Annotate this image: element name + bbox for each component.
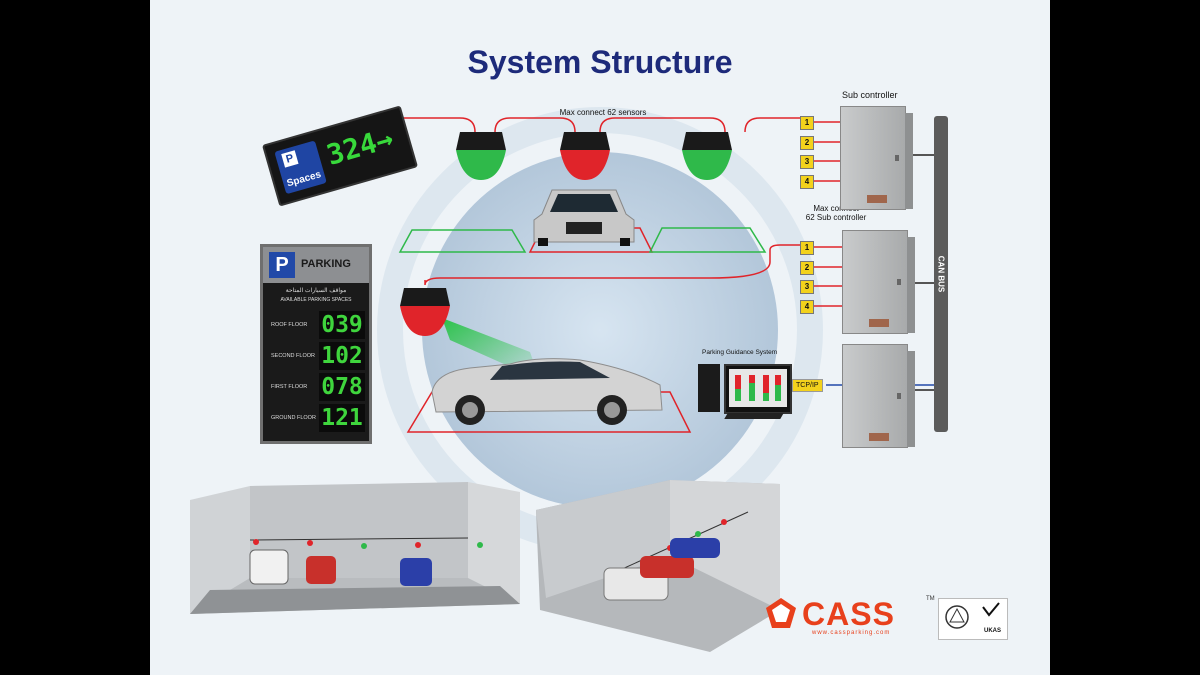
wire-sub-bus: [912, 154, 934, 391]
can-bus-label: CAN BUS: [936, 255, 946, 293]
bay-green-left: [398, 229, 527, 253]
certification-badges: UKAS: [938, 598, 1008, 640]
parking-sign-title: PARKING: [301, 258, 351, 270]
bay-green-right: [648, 227, 767, 253]
spaces-count: 324→: [322, 121, 397, 172]
garage-left: [190, 482, 520, 614]
spaces-p-box: P Spaces: [274, 140, 327, 195]
cass-logo-mark: [766, 598, 796, 628]
sub-controller-label: Sub controller: [842, 90, 898, 100]
port-1-group2: 1: [800, 241, 814, 255]
floor-name: ROOF FLOOR: [271, 322, 308, 328]
pc-tower: [698, 364, 720, 412]
port-2-group2: 2: [800, 261, 814, 275]
pgs-screen-bars: [735, 375, 781, 401]
car-front: [533, 189, 635, 246]
sub-controller-3: [842, 344, 915, 448]
port-1-group1: 1: [800, 116, 814, 130]
pc-keyboard: [724, 413, 784, 419]
tcp-ip-label: TCP/IP: [792, 379, 823, 392]
ukas-label: UKAS: [983, 628, 1001, 634]
floor-row: FIRST FLOOR 078: [263, 373, 369, 403]
floor-name: FIRST FLOOR: [271, 384, 308, 390]
sensors-max-label: Max connect 62 sensors: [559, 108, 647, 117]
page-title: System Structure: [467, 44, 733, 80]
wire-mid: [424, 244, 802, 286]
car-side: [431, 358, 663, 425]
sub-controller-2: [842, 230, 915, 334]
floor-value: 039: [319, 311, 365, 339]
parking-p-icon-large: P: [269, 252, 295, 278]
sub-controller-1: [840, 106, 913, 210]
pgs-label: Parking Guidance System: [702, 349, 778, 356]
background-circle: [422, 152, 778, 508]
parking-sign-subtitle: AVAILABLE PARKING SPACES: [280, 297, 352, 303]
port-4-group2: 4: [800, 300, 814, 314]
wire-top: [400, 117, 802, 133]
sensor-red-4: [400, 288, 450, 336]
sensor-green-3: [682, 132, 732, 180]
slide: System Structure Max connect 62 sensors …: [150, 0, 1050, 675]
floor-row: ROOF FLOOR 039: [263, 311, 369, 341]
parking-floor-sign: P PARKING مواقف السيارات المتاحة AVAILAB…: [260, 244, 372, 444]
cass-trademark: TM: [926, 596, 935, 602]
wire-ports-2: [814, 246, 842, 307]
iso-badge-icon: [945, 602, 1000, 629]
floor-value: 078: [319, 373, 365, 401]
floor-value: 102: [319, 342, 365, 370]
port-2-group1: 2: [800, 136, 814, 150]
spaces-label: Spaces: [285, 169, 323, 190]
port-3-group1: 3: [800, 155, 814, 169]
sensor-green-1: [456, 132, 506, 180]
floor-row: GROUND FLOOR 121: [263, 404, 369, 434]
garage-right: [536, 480, 780, 652]
pc-monitor: [724, 364, 792, 414]
port-3-group2: 3: [800, 280, 814, 294]
cass-url: www.cassparking.com: [812, 630, 891, 636]
floor-name: SECOND FLOOR: [271, 353, 316, 359]
wire-ports-1: [814, 121, 842, 182]
parking-sign-header: P PARKING: [263, 247, 369, 283]
pc-screen: [729, 369, 787, 407]
port-4-group1: 4: [800, 175, 814, 189]
floor-name: GROUND FLOOR: [271, 415, 316, 421]
sensor-red-2: [560, 132, 610, 180]
parking-sign-arabic: مواقف السيارات المتاحة: [285, 288, 347, 294]
floor-value: 121: [319, 404, 365, 432]
parking-p-icon: P: [281, 150, 299, 168]
floor-row: SECOND FLOOR 102: [263, 342, 369, 372]
cass-wordmark: CASS: [802, 596, 895, 632]
can-bus: CAN BUS: [934, 116, 948, 432]
diagram-canvas: [190, 107, 934, 652]
